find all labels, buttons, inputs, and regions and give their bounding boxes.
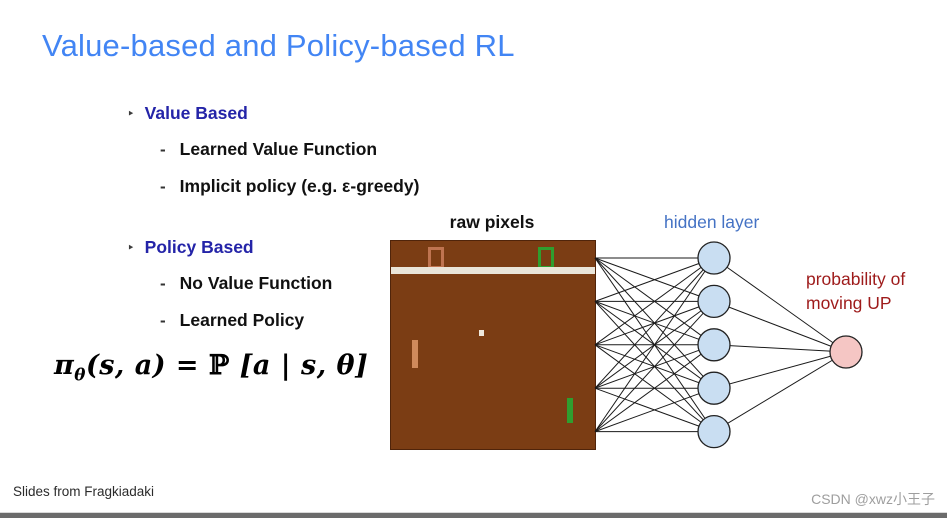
bullet-policy-based: ‣ Policy Based	[127, 237, 254, 258]
connection-line	[594, 257, 715, 389]
formula-rhs: [a | s, θ]	[229, 350, 369, 381]
connection-line	[594, 387, 715, 433]
pong-ball	[479, 330, 484, 336]
bullet-label-value-based: Value Based	[144, 103, 248, 123]
dash-bullet-icon: -	[160, 311, 166, 330]
connection-line	[594, 300, 715, 389]
output-probability-label: probability of moving UP	[806, 269, 906, 313]
sub-bullet-implicit-policy: - Implicit policy (e.g. ε-greedy)	[160, 176, 419, 197]
bullet-label-policy-based: Policy Based	[144, 237, 254, 257]
sub-bullet-label: No Value Function	[179, 273, 333, 293]
connection-line	[594, 257, 715, 302]
connection-line	[594, 344, 715, 389]
triangle-bullet-icon: ‣	[127, 106, 135, 121]
pong-left-paddle	[412, 340, 418, 368]
connection-line	[594, 257, 715, 302]
connection-line	[594, 344, 715, 433]
connection-line	[594, 344, 715, 389]
pi-symbol: π	[54, 350, 75, 381]
connection-line	[594, 301, 715, 432]
connection-line	[594, 301, 715, 432]
connection-line	[594, 344, 715, 433]
pong-game-screen	[390, 240, 596, 450]
policy-formula: πθ(s, a) = ℙ [a | s, θ]	[54, 350, 368, 384]
connection-line	[594, 387, 715, 433]
raw-pixels-label: raw pixels	[449, 212, 535, 232]
slide-title: Value-based and Policy-based RL	[42, 28, 515, 63]
bottom-divider	[0, 512, 947, 513]
probability-symbol: ℙ	[208, 350, 230, 381]
pong-right-paddle	[567, 398, 573, 423]
connection-line	[594, 257, 715, 432]
connection-line	[713, 351, 847, 389]
output-node	[829, 335, 863, 369]
dash-bullet-icon: -	[160, 177, 166, 196]
pong-score-left	[428, 247, 444, 269]
sub-bullet-learned-value-function: - Learned Value Function	[160, 139, 377, 160]
connection-line	[594, 257, 715, 432]
formula-args: (s, a)	[85, 350, 166, 381]
hidden-layer-label: hidden layer	[664, 212, 760, 232]
theta-subscript: θ	[74, 364, 86, 385]
sub-bullet-label: Learned Value Function	[179, 139, 378, 159]
csdn-watermark: CSDN @xwz小王子	[811, 491, 935, 507]
hidden-node	[697, 284, 731, 319]
connection-line	[713, 344, 847, 353]
triangle-bullet-icon: ‣	[127, 240, 135, 255]
connection-line	[594, 300, 715, 389]
sub-bullet-label: Implicit policy (e.g. ε-greedy)	[179, 176, 420, 196]
sub-bullet-learned-policy: - Learned Policy	[160, 310, 304, 331]
connection-line	[594, 300, 715, 346]
pong-score-right	[538, 247, 554, 269]
hidden-node	[697, 241, 731, 275]
sub-bullet-label: Learned Policy	[179, 310, 305, 330]
hidden-node	[697, 371, 731, 405]
sub-bullet-no-value-function: - No Value Function	[160, 273, 332, 294]
bottom-progress-bar	[0, 513, 947, 518]
hidden-node	[697, 328, 731, 362]
bullet-value-based: ‣ Value Based	[127, 103, 248, 124]
slide-credit: Slides from Fragkiadaki	[13, 484, 155, 499]
pong-top-wall	[391, 267, 595, 274]
connection-line	[594, 257, 715, 389]
hidden-node	[697, 414, 731, 449]
connection-line	[594, 257, 715, 346]
connection-line	[594, 257, 715, 346]
equals-sign: =	[165, 350, 209, 381]
connection-line	[713, 351, 847, 433]
dash-bullet-icon: -	[160, 140, 166, 159]
dash-bullet-icon: -	[160, 274, 166, 293]
connection-line	[594, 300, 715, 346]
